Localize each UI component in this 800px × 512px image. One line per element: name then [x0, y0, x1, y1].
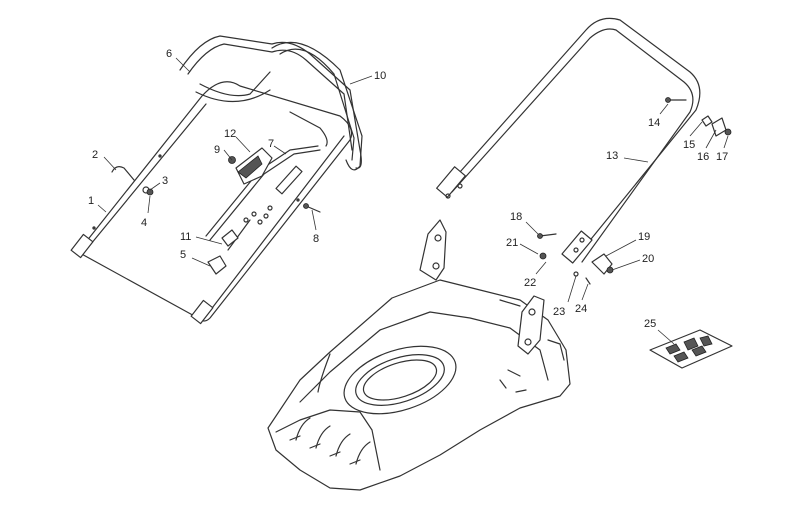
- callout-3: 3: [162, 175, 168, 187]
- hardware-right: [537, 97, 732, 285]
- callout-9: 9: [214, 144, 220, 156]
- callout-12: 12: [224, 128, 236, 140]
- upper-handle: [179, 35, 362, 169]
- lower-handle: [70, 81, 353, 325]
- callout-1: 1: [88, 195, 94, 207]
- callout-7: 7: [268, 138, 274, 150]
- hardware-kit: [649, 329, 733, 369]
- callout-24: 24: [575, 303, 587, 315]
- callout-14: 14: [648, 117, 660, 129]
- callout-20: 20: [642, 253, 654, 265]
- leader-lines: [97, 57, 729, 345]
- mower-deck: [267, 219, 571, 491]
- callout-21: 21: [506, 237, 518, 249]
- callout-2: 2: [92, 149, 98, 161]
- callout-13: 13: [606, 150, 618, 162]
- callout-4: 4: [141, 217, 147, 229]
- callout-18: 18: [510, 211, 522, 223]
- callout-10: 10: [374, 70, 386, 82]
- callout-22: 22: [524, 277, 536, 289]
- callout-6: 6: [166, 48, 172, 60]
- callout-16: 16: [697, 151, 709, 163]
- handle-right: [436, 17, 701, 264]
- callout-15: 15: [683, 139, 695, 151]
- control-bar: [271, 41, 363, 171]
- callout-23: 23: [553, 306, 565, 318]
- callout-8: 8: [313, 233, 319, 245]
- callout-19: 19: [638, 231, 650, 243]
- cable-assembly: [205, 145, 321, 275]
- callout-25: 25: [644, 318, 656, 330]
- callout-5: 5: [180, 249, 186, 261]
- callout-11: 11: [180, 231, 191, 243]
- callout-17: 17: [716, 151, 728, 163]
- callout-labels: 1 2 3 4 5 6 7 8 9 10 11 12 13 14 15 16 1…: [88, 48, 728, 330]
- hardware-left: [111, 166, 321, 213]
